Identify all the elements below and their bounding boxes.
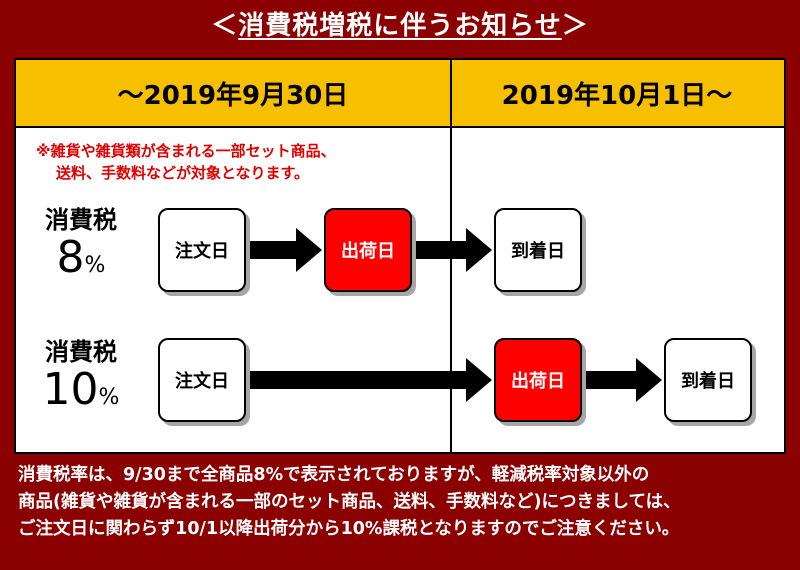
footer-line-1: 消費税率は、9/30まで全商品8%で表示されておりますが、軽減税率対象以外の (18, 465, 650, 485)
arrow-order-to-ship-icon (250, 228, 322, 272)
title-text: 消費税増税に伴うお知らせ (238, 11, 562, 41)
percent-sign: % (98, 385, 120, 410)
note-line-2: 送料、手数料などが対象となります。 (56, 164, 310, 182)
header-before-date: ～2019年9月30日 (16, 60, 450, 128)
rate-label-10: 消費税 10% (26, 338, 136, 422)
tax-rate-value: 10% (26, 366, 136, 422)
arrival-date-box: 到着日 (494, 208, 582, 292)
ship-date-box-highlight: 出荷日 (324, 208, 412, 292)
footer-notice: 消費税率は、9/30まで全商品8%で表示されておりますが、軽減税率対象以外の 商… (18, 462, 788, 543)
order-date-box: 注文日 (158, 208, 246, 292)
footer-line-2: 商品(雑貨や雑貨が含まれる一部のセット商品、送料、手数料など)につきましては、 (18, 492, 681, 512)
tax-label: 消費税 (45, 338, 117, 366)
arrow-ship-to-arrive-icon (416, 228, 492, 272)
arrow-ship-to-arrive-icon (586, 358, 662, 402)
percent-sign: % (84, 253, 106, 278)
ship-date-box-highlight: 出荷日 (494, 338, 582, 422)
tax-label: 消費税 (45, 206, 117, 234)
title-open-bracket: ＜ (211, 11, 239, 41)
target-items-note: ※雑貨や雑貨類が含まれる一部セット商品、 送料、手数料などが対象となります。 (36, 140, 336, 184)
rate-number: 10 (42, 364, 99, 415)
footer-line-3: ご注文日に関わらず10/1以降出荷分から10%課税となりますのでご注意ください。 (18, 519, 680, 539)
arrival-date-box: 到着日 (664, 338, 752, 422)
tax-rate-value: 8% (26, 234, 136, 290)
note-line-1: ※雑貨や雑貨類が含まれる一部セット商品、 (36, 142, 336, 160)
rate-label-8: 消費税 8% (26, 206, 136, 290)
title-close-bracket: ＞ (561, 11, 589, 41)
schedule-panel: ～2019年9月30日 2019年10月1日～ ※雑貨や雑貨類が含まれる一部セッ… (14, 58, 786, 454)
header-after-date: 2019年10月1日～ (450, 60, 784, 128)
order-date-box: 注文日 (158, 338, 246, 422)
page-title: ＜消費税増税に伴うお知らせ＞ (0, 6, 800, 46)
long-arrow-order-to-ship-icon (250, 358, 492, 402)
rate-number: 8 (56, 232, 85, 283)
